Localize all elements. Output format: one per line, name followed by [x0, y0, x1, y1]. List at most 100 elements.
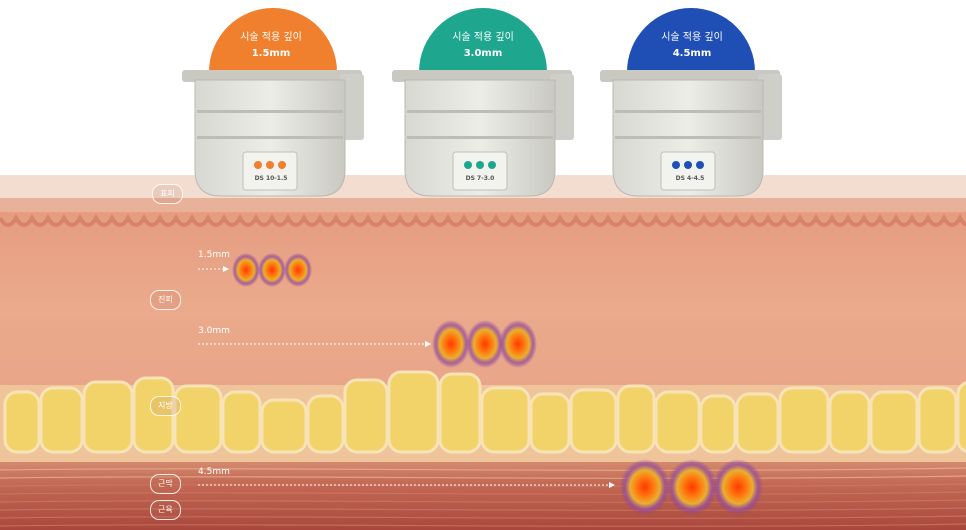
fat-cell	[306, 394, 345, 454]
cartridge-1-label: 시술 적용 깊이 1.5mm	[206, 30, 336, 62]
label-smas: 근막	[150, 474, 181, 494]
fat-cell	[569, 388, 618, 454]
muscle-fiber	[0, 515, 966, 519]
thermal-spot	[466, 320, 504, 368]
fat-cell	[735, 392, 780, 454]
thermal-spot	[284, 253, 312, 287]
cartridge-3-depth: 4.5mm	[672, 48, 712, 59]
cartridge-3-window	[660, 151, 716, 191]
thermal-spot	[667, 459, 717, 515]
cartridge-1-side-tab	[340, 74, 364, 140]
fat-cell	[828, 390, 871, 454]
cartridge-2	[392, 8, 574, 197]
indicator-dot	[278, 161, 286, 169]
fat-cell	[869, 390, 919, 454]
cartridge-3	[600, 8, 782, 197]
cartridge-2-side-tab	[550, 74, 574, 140]
cartridge-3-header: 시술 적용 깊이	[661, 32, 723, 43]
indicator-dot	[254, 161, 262, 169]
cartridge-1-depth: 1.5mm	[251, 48, 291, 59]
cartridge-3-side-tab	[758, 74, 782, 140]
thermal-spot	[232, 253, 260, 287]
cartridge-2-label: 시술 적용 깊이 3.0mm	[418, 30, 548, 62]
indicator-dot	[476, 161, 484, 169]
fat-cell	[260, 398, 308, 454]
cartridge-1-dome	[209, 8, 337, 72]
cartridge-band	[197, 110, 343, 113]
cartridge-2-window	[452, 151, 508, 191]
depth-marker-3: 4.5mm	[198, 467, 230, 477]
cartridge-band	[615, 110, 761, 113]
depth-marker-1: 1.5mm	[198, 250, 230, 260]
fat-cells	[3, 370, 966, 454]
cartridge-1-window	[242, 151, 298, 191]
indicator-dot	[488, 161, 496, 169]
depth-arrows	[198, 266, 615, 488]
label-epidermis: 표피	[152, 184, 183, 204]
muscle-layer	[0, 462, 966, 530]
muscle-fiber	[0, 467, 966, 471]
fat-cell	[387, 370, 440, 454]
cartridge-1	[182, 8, 364, 197]
cartridge-2-code: DS 7-3.0	[465, 175, 495, 182]
epidermis-lower	[0, 198, 966, 212]
indicator-dot	[464, 161, 472, 169]
fat-cell	[173, 384, 223, 454]
cartridge-group	[182, 8, 782, 197]
cartridge-3-lip	[600, 70, 780, 82]
thermal-spot	[713, 459, 763, 515]
fat-cell	[917, 386, 958, 454]
dermis-layer	[0, 212, 966, 402]
cartridge-1-header: 시술 적용 깊이	[240, 32, 302, 43]
thermal-spot	[620, 459, 670, 515]
cartridge-band	[407, 136, 553, 139]
muscle-fiber	[0, 523, 966, 527]
muscle-fiber	[0, 483, 966, 487]
cartridge-1-code: DS 10-1.5	[254, 175, 288, 182]
indicator-dot	[684, 161, 692, 169]
dermal-papillae	[0, 213, 966, 227]
thermal-spot	[499, 320, 537, 368]
cartridge-3-label: 시술 적용 깊이 4.5mm	[627, 30, 757, 62]
muscle-fibers	[0, 467, 966, 527]
cartridge-2-depth: 3.0mm	[463, 48, 503, 59]
muscle-fiber	[0, 499, 966, 503]
fat-cell	[956, 381, 966, 453]
fat-cell	[654, 390, 701, 454]
thermal-spot	[432, 320, 470, 368]
fat-cell	[221, 390, 262, 454]
fat-cell	[616, 384, 656, 454]
cartridge-band	[615, 136, 761, 139]
indicator-dot	[266, 161, 274, 169]
depth-marker-2: 3.0mm	[198, 326, 230, 336]
cartridge-3-code: DS 4-4.5	[675, 175, 705, 182]
label-dermis: 진피	[150, 290, 181, 310]
thermal-spots	[232, 253, 763, 515]
fat-cell	[529, 392, 571, 454]
cartridge-2-lip	[392, 70, 572, 82]
cartridge-band	[407, 110, 553, 113]
cartridge-2-header: 시술 적용 깊이	[452, 32, 514, 43]
muscle-fiber	[0, 475, 966, 479]
fat-cell	[343, 378, 389, 454]
label-fat: 지방	[150, 396, 181, 416]
fat-cell	[3, 390, 41, 454]
cartridge-1-lip	[182, 70, 362, 82]
label-muscle: 근육	[150, 500, 181, 520]
fat-cell	[39, 386, 84, 454]
muscle-fiber	[0, 507, 966, 511]
thermal-spot	[258, 253, 286, 287]
fat-cell	[438, 372, 482, 454]
cartridge-band	[197, 136, 343, 139]
cartridge-3-dome	[627, 8, 755, 72]
fat-cell	[778, 386, 830, 454]
fat-cell	[480, 386, 531, 454]
indicator-dot	[672, 161, 680, 169]
fat-cell	[82, 380, 134, 454]
muscle-fiber	[0, 491, 966, 495]
fat-cell	[699, 394, 737, 454]
indicator-dot	[696, 161, 704, 169]
cartridge-2-dome	[419, 8, 547, 72]
